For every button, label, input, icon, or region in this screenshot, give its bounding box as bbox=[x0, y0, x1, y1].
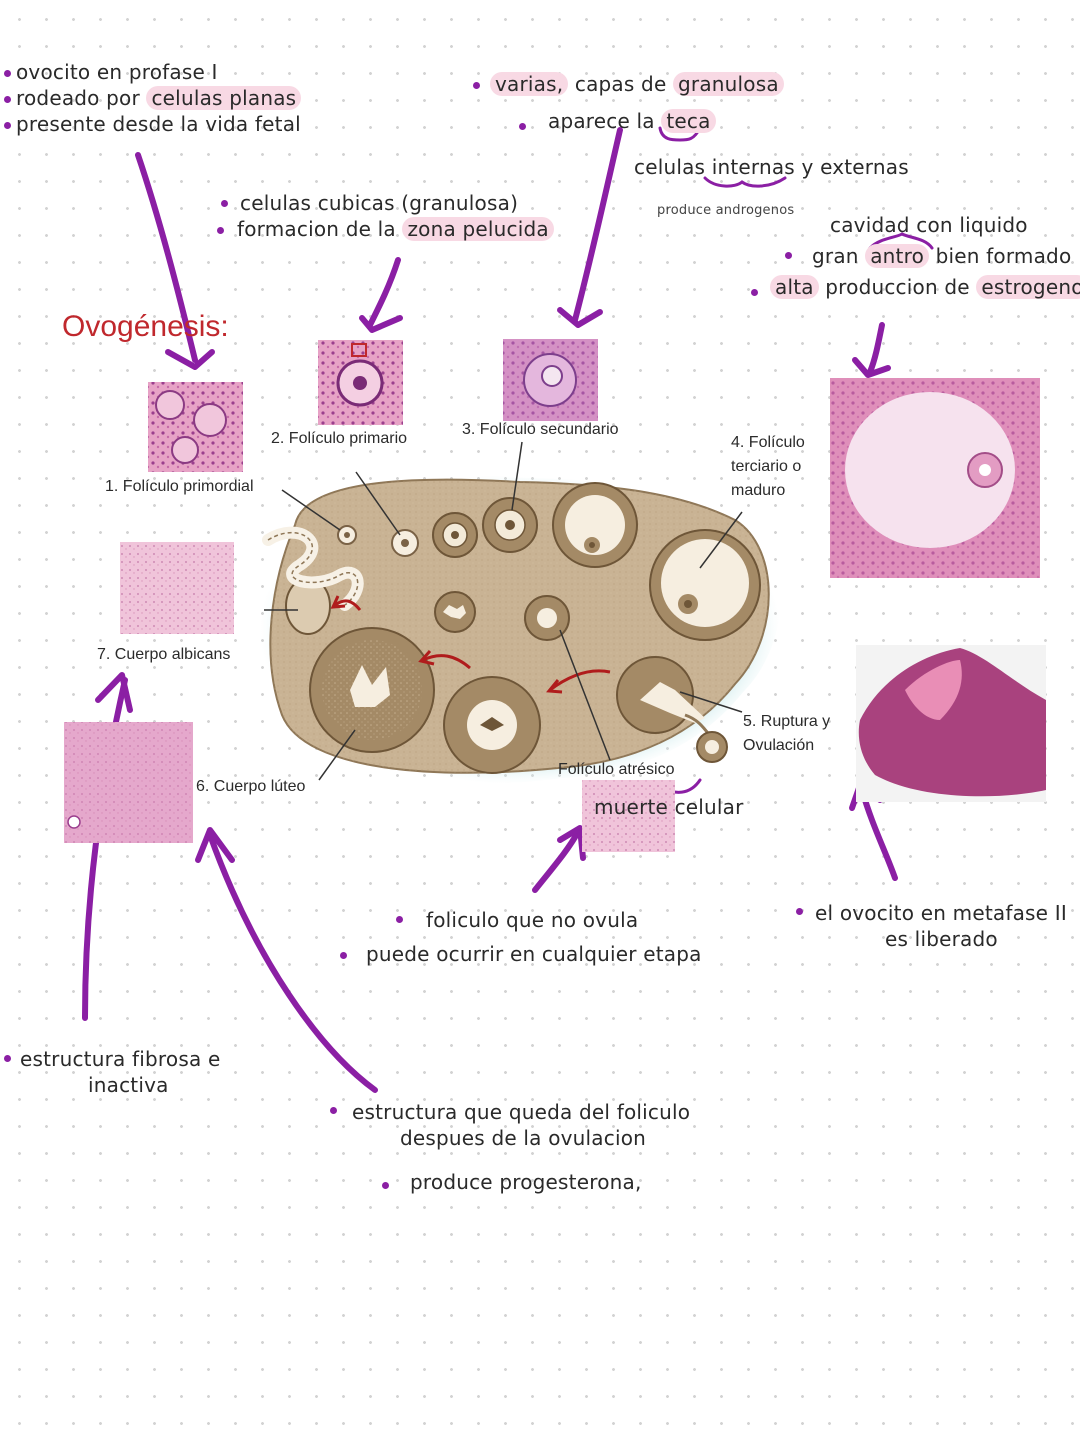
bullet bbox=[4, 96, 11, 103]
note-luteum-2: despues de la ovulacion bbox=[400, 1126, 647, 1150]
ruptured-follicle bbox=[616, 656, 717, 743]
histology-primordial bbox=[148, 382, 243, 472]
bullet bbox=[217, 227, 224, 234]
highlight: celulas planas bbox=[146, 86, 302, 110]
follicle-tertiary bbox=[649, 529, 761, 641]
follicle-secondary-small bbox=[432, 512, 478, 558]
note-luteum-1: estructura que queda del foliculo bbox=[352, 1100, 691, 1124]
note-primary-1: celulas cubicas (granulosa) bbox=[240, 191, 519, 215]
bullet bbox=[4, 122, 11, 129]
note-secondary-4: produce androgenos bbox=[657, 203, 795, 218]
note-secondary-3: celulas internas y externas bbox=[634, 155, 909, 179]
label-ovulation-2: Ovulación bbox=[743, 737, 815, 754]
note-tertiary-3: alta produccion de estrogeno bbox=[770, 274, 1080, 300]
bullet bbox=[785, 252, 792, 259]
note-primary-2: formacion de la zona pelucida bbox=[237, 216, 554, 242]
label-ovulation-1: 5. Ruptura y bbox=[743, 713, 831, 730]
label-atretic: Folículo atrésico bbox=[558, 761, 675, 778]
note-secondary-2: aparece la teca bbox=[548, 108, 716, 134]
follicle-atretic-1 bbox=[434, 591, 476, 633]
note-ovulation-1: el ovocito en metafase II bbox=[815, 901, 1067, 925]
highlight: varias, bbox=[490, 72, 569, 96]
bullet bbox=[473, 82, 480, 89]
follicle-primary bbox=[391, 529, 419, 557]
histology-atretic bbox=[582, 780, 675, 852]
note-primordial-2: rodeado por celulas planas bbox=[16, 85, 302, 111]
note-ovulation-2: es liberado bbox=[885, 927, 998, 951]
highlight: estrogeno bbox=[976, 275, 1080, 299]
note-albicans-2: inactiva bbox=[88, 1073, 169, 1097]
leader-lines bbox=[264, 441, 743, 781]
histology-primary bbox=[318, 340, 403, 425]
bullet bbox=[221, 200, 228, 207]
note-albicans-1: estructura fibrosa e bbox=[20, 1047, 221, 1071]
note-tertiary-2: gran antro bien formado bbox=[812, 244, 1072, 268]
histology-ovulation bbox=[856, 645, 1046, 802]
corpus-luteum-regressing bbox=[443, 676, 541, 774]
bullet bbox=[382, 1182, 389, 1189]
follicle-secondary bbox=[482, 497, 538, 553]
note-primordial-3: presente desde la vida fetal bbox=[16, 112, 301, 136]
note-secondary-1: varias, capas de granulosa bbox=[490, 71, 784, 97]
label-luteum: 6. Cuerpo lúteo bbox=[196, 778, 306, 795]
cycle-arrows bbox=[330, 595, 611, 694]
highlight: zona pelucida bbox=[402, 217, 554, 241]
highlight: granulosa bbox=[673, 72, 784, 96]
bullet bbox=[519, 123, 526, 130]
label-primordial: 1. Folículo primordial bbox=[105, 478, 254, 495]
highlight: antro bbox=[865, 244, 930, 268]
histology-tertiary bbox=[830, 378, 1040, 578]
label-primary: 2. Folículo primario bbox=[271, 430, 408, 447]
note-atretic-1: foliculo que no ovula bbox=[426, 908, 639, 932]
bullet bbox=[396, 916, 403, 923]
follicle-atretic-2 bbox=[524, 595, 570, 641]
histology-albicans bbox=[120, 542, 234, 634]
bullet bbox=[330, 1107, 337, 1114]
label-albicans: 7. Cuerpo albicans bbox=[97, 646, 231, 663]
highlight: alta bbox=[770, 275, 819, 299]
handdrawn-arrows bbox=[82, 127, 898, 1093]
label-tertiary-1: 4. Folículo bbox=[731, 434, 805, 451]
note-luteum-3: produce progesterona, bbox=[410, 1170, 642, 1194]
label-tertiary-2: terciario o bbox=[731, 458, 802, 475]
note-atretic-sub: muerte celular bbox=[594, 795, 744, 819]
follicle-primordial bbox=[337, 525, 357, 545]
hilum-vessels bbox=[262, 526, 364, 611]
corpus-luteum bbox=[309, 627, 435, 753]
released-oocyte bbox=[696, 731, 728, 763]
note-atretic-2: puede ocurrir en cualquier etapa bbox=[366, 942, 702, 966]
bullet bbox=[4, 70, 11, 77]
label-tertiary-3: maduro bbox=[731, 482, 786, 499]
label-secondary: 3. Folículo secundario bbox=[462, 421, 619, 438]
histology-luteum bbox=[64, 722, 193, 843]
note-tertiary-1: cavidad con liquido bbox=[830, 213, 1028, 237]
bullet bbox=[340, 952, 347, 959]
page-title: Ovogénesis: bbox=[62, 310, 229, 343]
bullet bbox=[4, 1055, 11, 1062]
highlight: teca bbox=[661, 109, 716, 133]
bullet bbox=[751, 289, 758, 296]
follicle-antral bbox=[552, 482, 638, 568]
histology-secondary bbox=[503, 339, 598, 421]
bullet bbox=[796, 908, 803, 915]
note-primordial-1: ovocito en profase I bbox=[16, 60, 218, 84]
